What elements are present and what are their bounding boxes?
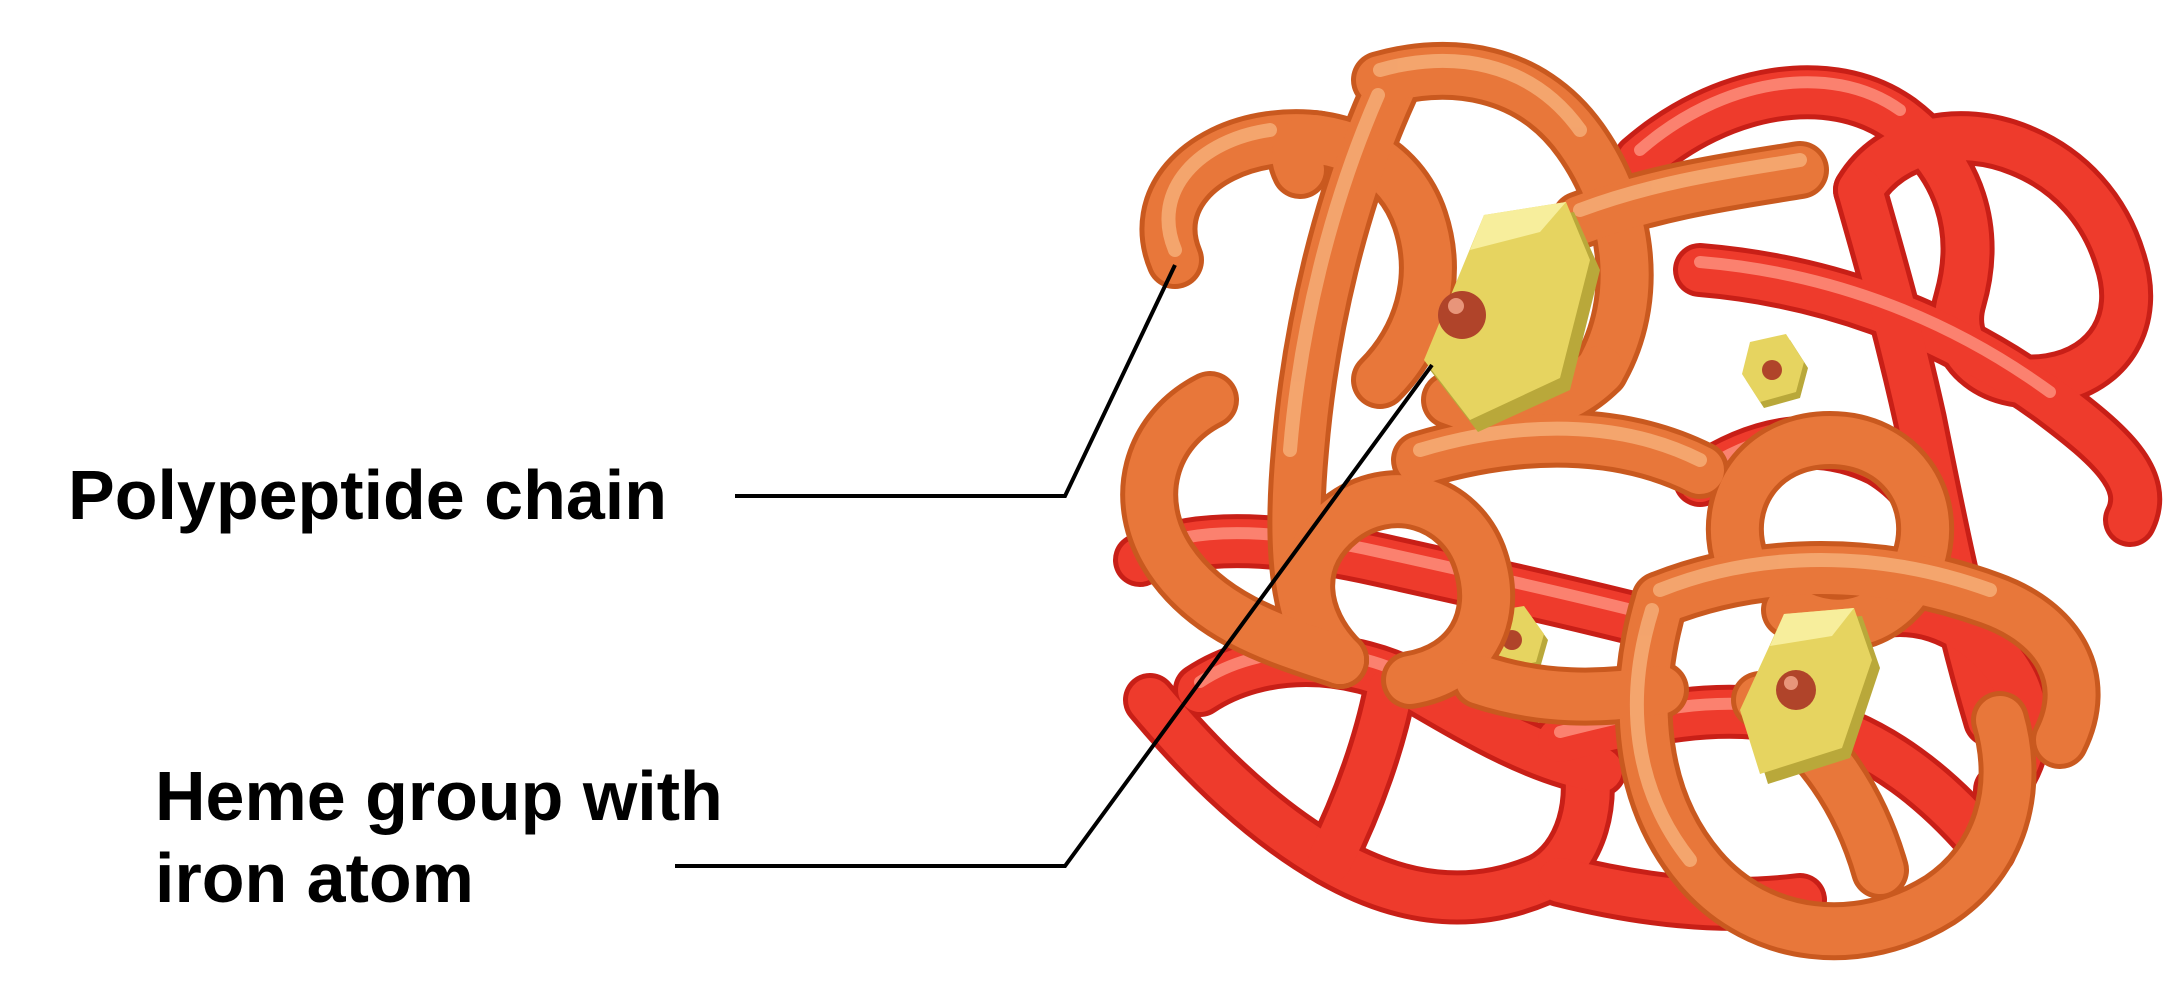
heme-group-front-top <box>1424 202 1600 432</box>
polypeptide-leader-line <box>735 264 1177 498</box>
heme-group-label-line2: iron atom <box>155 839 474 917</box>
orange-polypeptide-chains <box>1120 41 2101 961</box>
heme-group-label: Heme group with iron atom <box>155 755 723 919</box>
heme-group-back-right <box>1742 334 1808 408</box>
heme-leader-line <box>675 363 1434 868</box>
heme-group-label-line1: Heme group with <box>155 757 723 835</box>
polypeptide-chain-label: Polypeptide chain <box>68 456 667 534</box>
iron-atom-front-top <box>1438 291 1486 339</box>
iron-atom-front-bottom <box>1776 670 1816 710</box>
iron-atom-back-right <box>1762 360 1782 380</box>
heme-group-front-bottom <box>1740 608 1880 784</box>
